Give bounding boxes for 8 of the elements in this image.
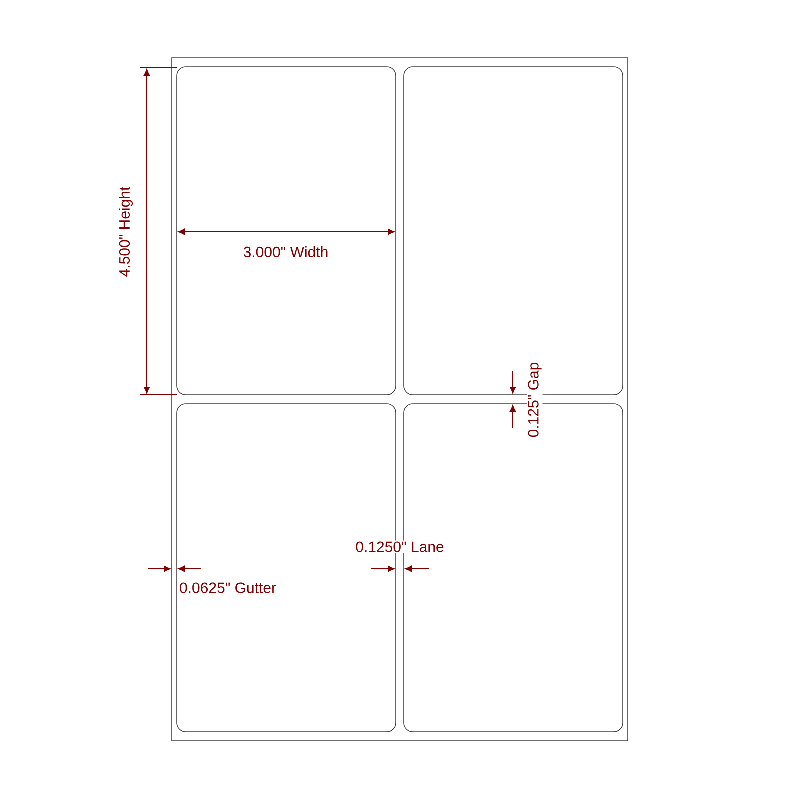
sheet-outline: [172, 58, 628, 742]
label-outline: [176, 66, 396, 396]
dimension-label: 0.1250" Lane: [354, 540, 446, 554]
dimension-label: 0.125" Gap: [527, 361, 543, 439]
dimension-label: 3.000" Width: [242, 246, 330, 258]
dimension-label: 0.0625" Gutter: [178, 582, 278, 594]
label-outline: [404, 66, 624, 396]
dimension-label: 4.500" Height: [118, 186, 134, 278]
